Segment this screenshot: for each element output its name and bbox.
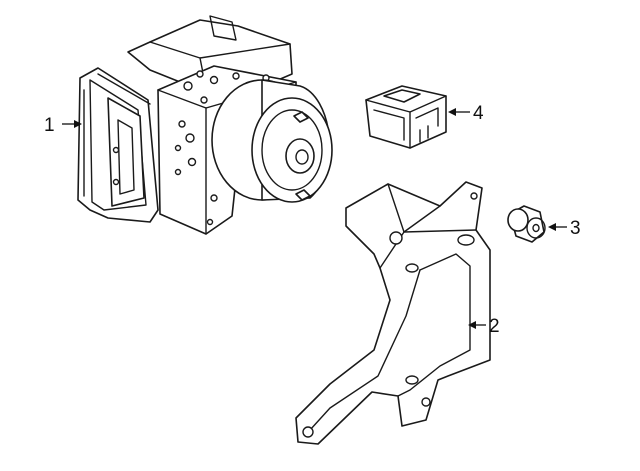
connector-block-part[interactable]: 4	[365, 85, 484, 149]
callout-2-label: 2	[489, 316, 500, 337]
callout-3: 3	[548, 218, 581, 239]
callout-4-label: 4	[473, 103, 484, 124]
callout-1-label: 1	[44, 115, 55, 136]
callout-2: 2	[468, 316, 500, 337]
grommet-part[interactable]: 3	[507, 205, 581, 243]
abs-modulator-assembly[interactable]: 1	[44, 15, 333, 235]
control-module	[77, 67, 159, 223]
pump-motor	[211, 79, 333, 203]
callout-1: 1	[44, 115, 82, 136]
mounting-bracket-part[interactable]: 2	[295, 181, 500, 445]
callout-3-label: 3	[570, 218, 581, 239]
callout-4: 4	[448, 103, 484, 124]
